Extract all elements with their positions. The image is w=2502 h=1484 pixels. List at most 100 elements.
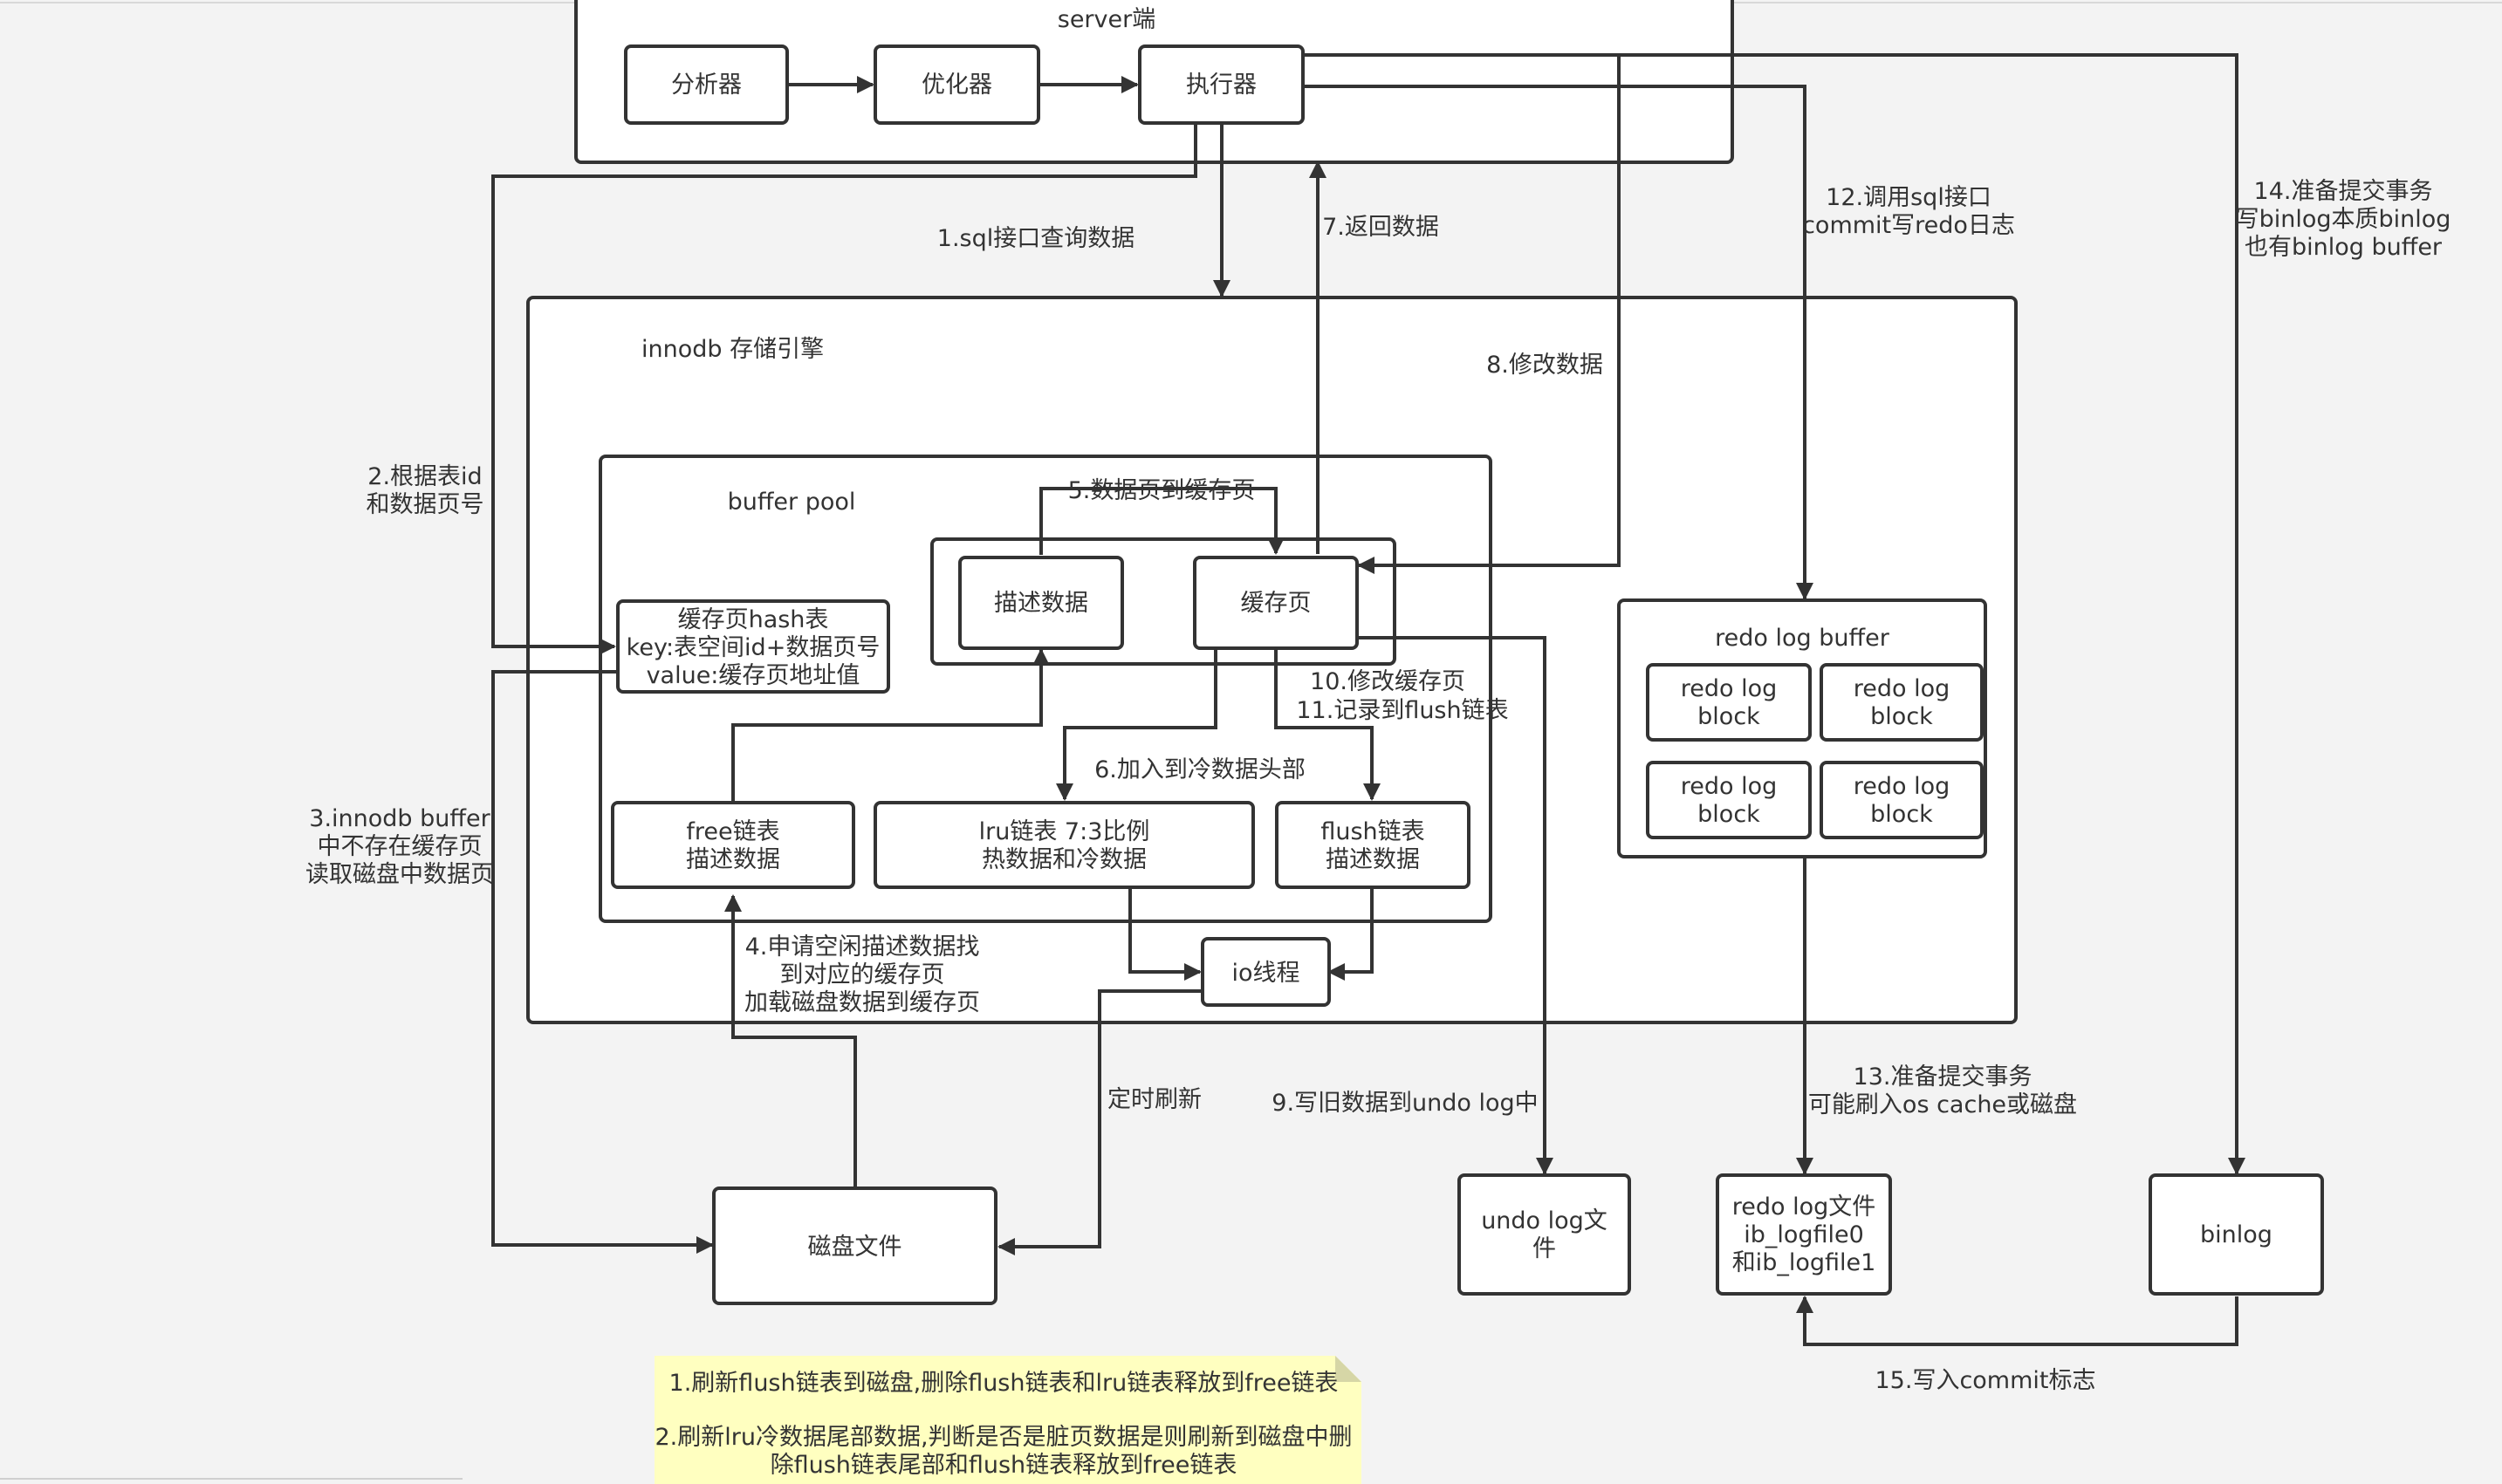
disk-file-label: 磁盘文件 — [808, 1234, 902, 1261]
cache-page-node[interactable]: 缓存页 — [1193, 556, 1359, 650]
sticky-note-line-2: 2.刷新lru冷数据尾部数据,判断是否是脏页数据是则刷新到磁盘中删 — [655, 1424, 1352, 1451]
lru-list-node[interactable]: lru链表 7:3比例 热数据和冷数据 — [874, 801, 1255, 889]
label-step1: 1.sql接口查询数据 — [937, 225, 1134, 252]
label-step9: 9.写旧数据到undo log中 — [1272, 1090, 1538, 1117]
hash-table-line-1: 缓存页hash表 — [678, 606, 829, 633]
cache-page-label: 缓存页 — [1241, 590, 1312, 617]
lru-list-line-1: lru链表 7:3比例 — [979, 818, 1150, 845]
label-step4-line-3: 加载磁盘数据到缓存页 — [744, 989, 980, 1016]
edge-step9-undo — [1359, 636, 1553, 1175]
edge-labels: 1.sql接口查询数据 7.返回数据 8.修改数据 2.根据表id 和数据页号 … — [305, 178, 2451, 1394]
label-step15: 15.写入commit标志 — [1875, 1367, 2096, 1394]
innodb-container-label: innodb 存储引擎 — [641, 336, 824, 363]
label-step6: 6.加入到冷数据头部 — [1094, 756, 1306, 783]
flush-list-line-1: flush链表 — [1320, 818, 1424, 845]
label-step2-line-1: 2.根据表id — [367, 463, 482, 490]
edge-flush-io — [1327, 887, 1374, 981]
binlog-label: binlog — [2200, 1221, 2272, 1248]
lru-list-line-2: 热数据和冷数据 — [982, 846, 1147, 873]
buffer-pool-label: buffer pool — [728, 489, 856, 516]
optimizer-label: 优化器 — [922, 72, 992, 99]
edge-free-describe — [731, 648, 1050, 801]
free-list-node[interactable]: free链表 描述数据 — [611, 801, 855, 889]
label-step14-line-3: 也有binlog buffer — [2245, 234, 2443, 261]
label-step12-line-1: 12.调用sql接口 — [1826, 184, 1991, 211]
edge-step15-commit — [1796, 1296, 2238, 1346]
flush-list-line-2: 描述数据 — [1326, 846, 1420, 873]
binlog-node[interactable]: binlog — [2149, 1173, 2324, 1296]
redo-block-1-line-2: block — [1697, 703, 1760, 730]
redo-log-block-1[interactable]: redo log block — [1646, 663, 1812, 742]
redo-log-file-line-2: ib_logfile0 — [1744, 1221, 1864, 1248]
label-step2-line-2: 和数据页号 — [367, 491, 484, 518]
executor-label: 执行器 — [1186, 72, 1257, 99]
label-step3-line-2: 中不存在缓存页 — [318, 833, 483, 860]
label-step5: 5.数据页到缓存页 — [1068, 477, 1256, 504]
label-step14-line-1: 14.准备提交事务 — [2254, 178, 2433, 205]
io-thread-node[interactable]: io线程 — [1201, 937, 1331, 1007]
sticky-note-body — [655, 1356, 1361, 1484]
redo-log-file-line-1: redo log文件 — [1732, 1193, 1876, 1221]
analyzer-node[interactable]: 分析器 — [624, 44, 789, 125]
hash-table-line-3: value:缓存页地址值 — [647, 662, 860, 689]
label-step3-line-1: 3.innodb buffer — [309, 805, 490, 832]
redo-log-file-node[interactable]: redo log文件 ib_logfile0 和ib_logfile1 — [1716, 1173, 1892, 1296]
edge-lru-io — [1128, 887, 1202, 981]
redo-log-buffer-label: redo log buffer — [1715, 625, 1890, 652]
redo-block-3-line-1: redo log — [1681, 773, 1778, 800]
edge-step10-flush — [1274, 648, 1381, 801]
redo-log-block-4[interactable]: redo log block — [1820, 761, 1984, 839]
label-step10-line-1: 10.修改缓存页 — [1310, 668, 1465, 695]
redo-log-block-2[interactable]: redo log block — [1820, 663, 1984, 742]
hash-table-node[interactable]: 缓存页hash表 key:表空间id+数据页号 value:缓存页地址值 — [616, 599, 890, 694]
executor-node[interactable]: 执行器 — [1138, 44, 1305, 125]
undo-log-file-node[interactable]: undo log文 件 — [1457, 1173, 1631, 1296]
label-step14-line-2: 写binlog本质binlog — [2236, 206, 2451, 233]
edge-step4-load — [724, 894, 857, 1187]
describe-data-node[interactable]: 描述数据 — [958, 556, 1124, 650]
analyzer-label: 分析器 — [671, 72, 742, 99]
io-thread-label: io线程 — [1231, 960, 1299, 987]
redo-block-1-line-1: redo log — [1681, 675, 1778, 702]
redo-log-block-3[interactable]: redo log block — [1646, 761, 1812, 839]
free-list-line-2: 描述数据 — [686, 846, 780, 873]
edge-step6-lru — [1056, 648, 1217, 801]
sticky-note-line-1: 1.刷新flush链表到磁盘,删除flush链表和lru链表释放到free链表 — [669, 1370, 1339, 1397]
server-container-label: server端 — [1058, 6, 1155, 33]
free-list-line-1: free链表 — [686, 818, 779, 845]
edge-step14-binlog — [1305, 53, 2245, 1175]
flush-list-node[interactable]: flush链表 描述数据 — [1275, 801, 1470, 889]
label-timed-flush: 定时刷新 — [1107, 1086, 1202, 1113]
redo-block-4-line-2: block — [1870, 801, 1933, 828]
sticky-note[interactable]: 1.刷新flush链表到磁盘,删除flush链表和lru链表释放到free链表 … — [655, 1356, 1361, 1484]
label-step7: 7.返回数据 — [1322, 214, 1439, 241]
undo-log-file-line-1: undo log文 — [1481, 1207, 1607, 1234]
label-step13-line-2: 可能刷入os cache或磁盘 — [1808, 1091, 2077, 1118]
label-step8: 8.修改数据 — [1486, 352, 1603, 379]
undo-log-file-line-2: 件 — [1532, 1235, 1556, 1262]
label-step4-line-1: 4.申请空闲描述数据找 — [745, 933, 980, 961]
edge-timed-flush — [997, 989, 1202, 1255]
describe-data-label: 描述数据 — [994, 590, 1088, 617]
label-step10-line-2: 11.记录到flush链表 — [1296, 697, 1508, 724]
redo-block-2-line-2: block — [1870, 703, 1933, 730]
redo-log-file-line-3: 和ib_logfile1 — [1732, 1249, 1876, 1276]
label-step4-line-2: 到对应的缓存页 — [780, 961, 945, 988]
redo-block-3-line-2: block — [1697, 801, 1760, 828]
sticky-note-fold — [1335, 1356, 1361, 1382]
label-step13-line-1: 13.准备提交事务 — [1854, 1063, 2032, 1091]
sticky-note-line-3: 除flush链表尾部和flush链表释放到free链表 — [771, 1452, 1237, 1479]
label-step12-line-2: commit写redo日志 — [1802, 212, 2015, 239]
edges — [491, 53, 2245, 1346]
edge-step2-hash-lookup — [491, 125, 1197, 655]
edge-step5-page — [1039, 487, 1285, 555]
hash-table-line-2: key:表空间id+数据页号 — [627, 634, 881, 661]
optimizer-node[interactable]: 优化器 — [874, 44, 1040, 125]
edge-step12-redo — [1305, 85, 1813, 600]
edge-step3-read-disk — [491, 670, 714, 1254]
disk-file-node[interactable]: 磁盘文件 — [712, 1187, 997, 1305]
redo-block-4-line-1: redo log — [1854, 773, 1950, 800]
redo-block-2-line-1: redo log — [1854, 675, 1950, 702]
